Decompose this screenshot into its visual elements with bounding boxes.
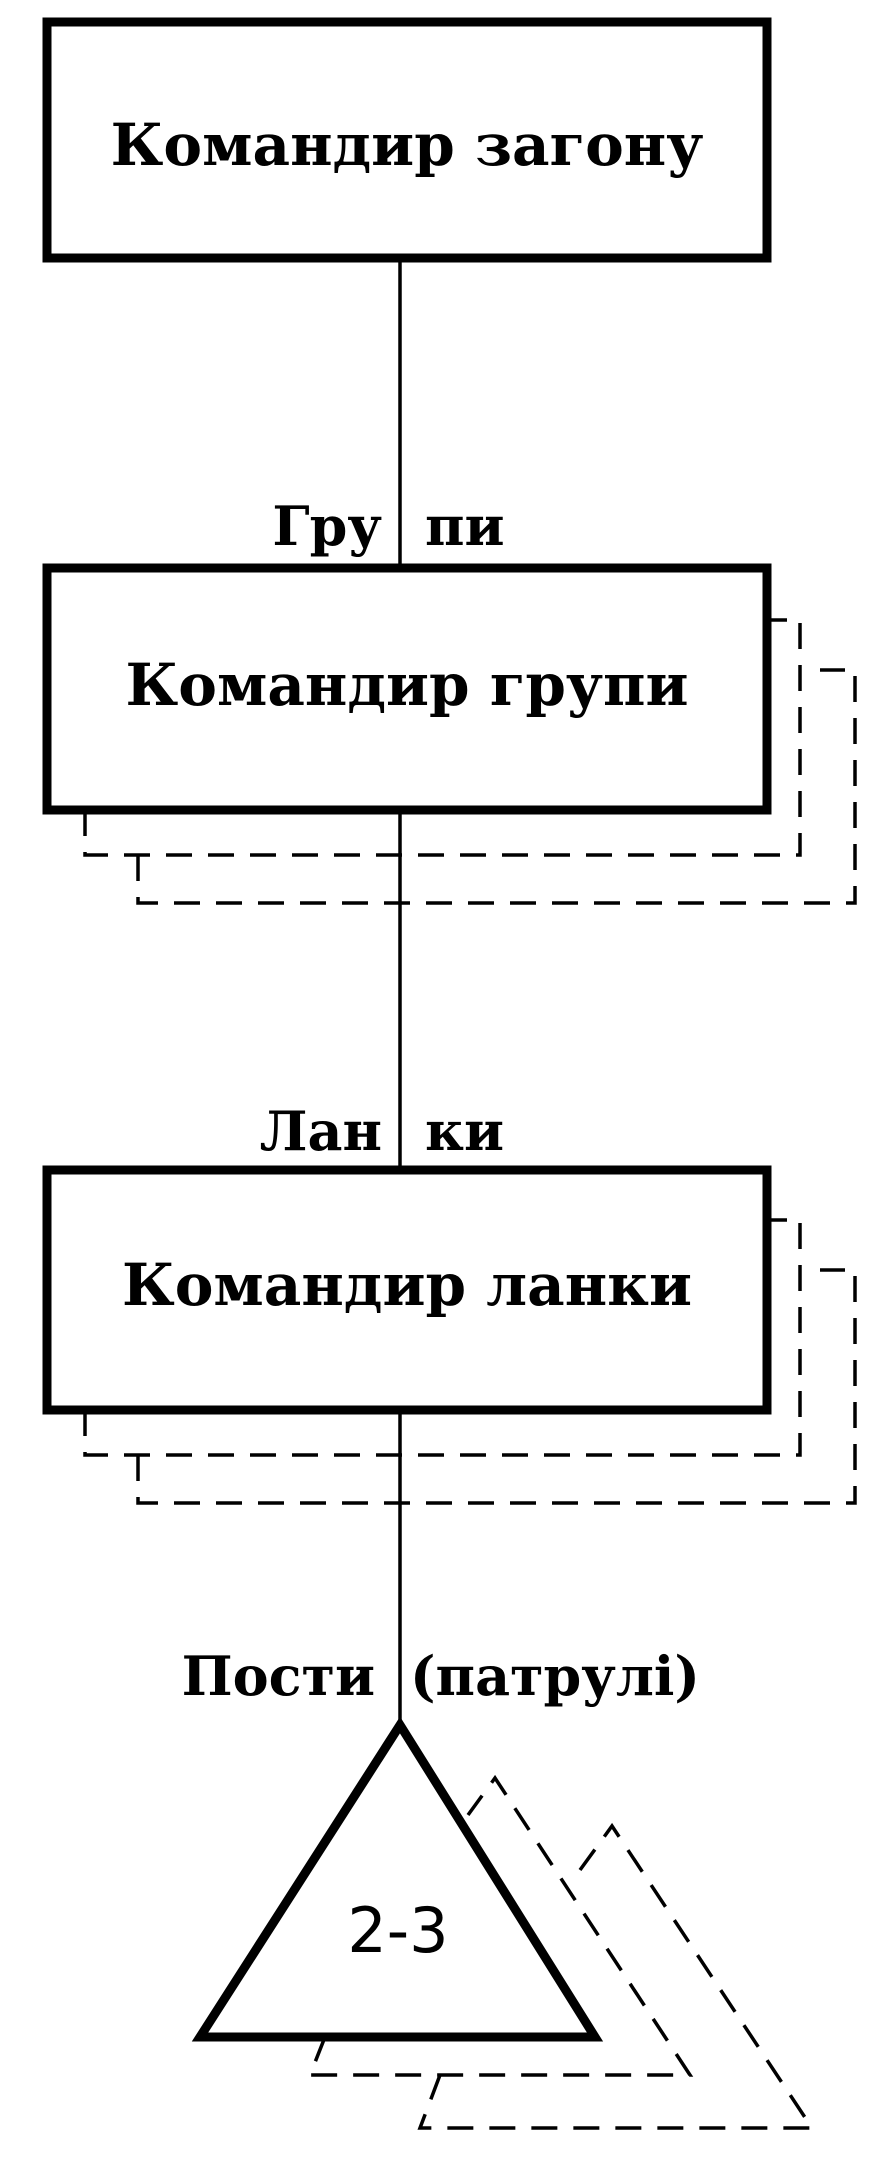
links-label-left: Лан [260,1099,382,1163]
posts-count-label: 2-3 [347,1894,448,1967]
groups-label-left: Гру [272,494,382,558]
posts-stack-outline-1 [307,1774,694,2077]
posts-triangle [191,1716,604,2042]
commander-group-label: Командир групи [126,651,689,719]
link-stack-outline-2 [136,1268,857,1505]
group-stack-outline-2 [136,668,857,905]
posts-label-left: Пости [182,1644,375,1708]
groups-label-right: пи [425,494,505,558]
links-label-right: ки [425,1099,504,1163]
link-stack-outline-1 [83,1218,802,1457]
commander-link-node: Командир ланки [42,1165,857,1505]
commander-link-box [42,1165,772,1415]
commander-detachment-box [42,17,772,263]
posts-node: 2-3 [191,1716,816,2130]
posts-stack-outline-2 [417,1822,816,2130]
commander-group-node: Командир групи [42,563,857,905]
group-stack-outline-1 [83,618,802,857]
commander-detachment-node: Командир загону [42,17,772,263]
posts-label-right: (патрулі) [410,1644,700,1708]
commander-link-label: Командир ланки [122,1251,692,1319]
commander-group-box [42,563,772,815]
commander-detachment-label: Командир загону [111,111,704,179]
